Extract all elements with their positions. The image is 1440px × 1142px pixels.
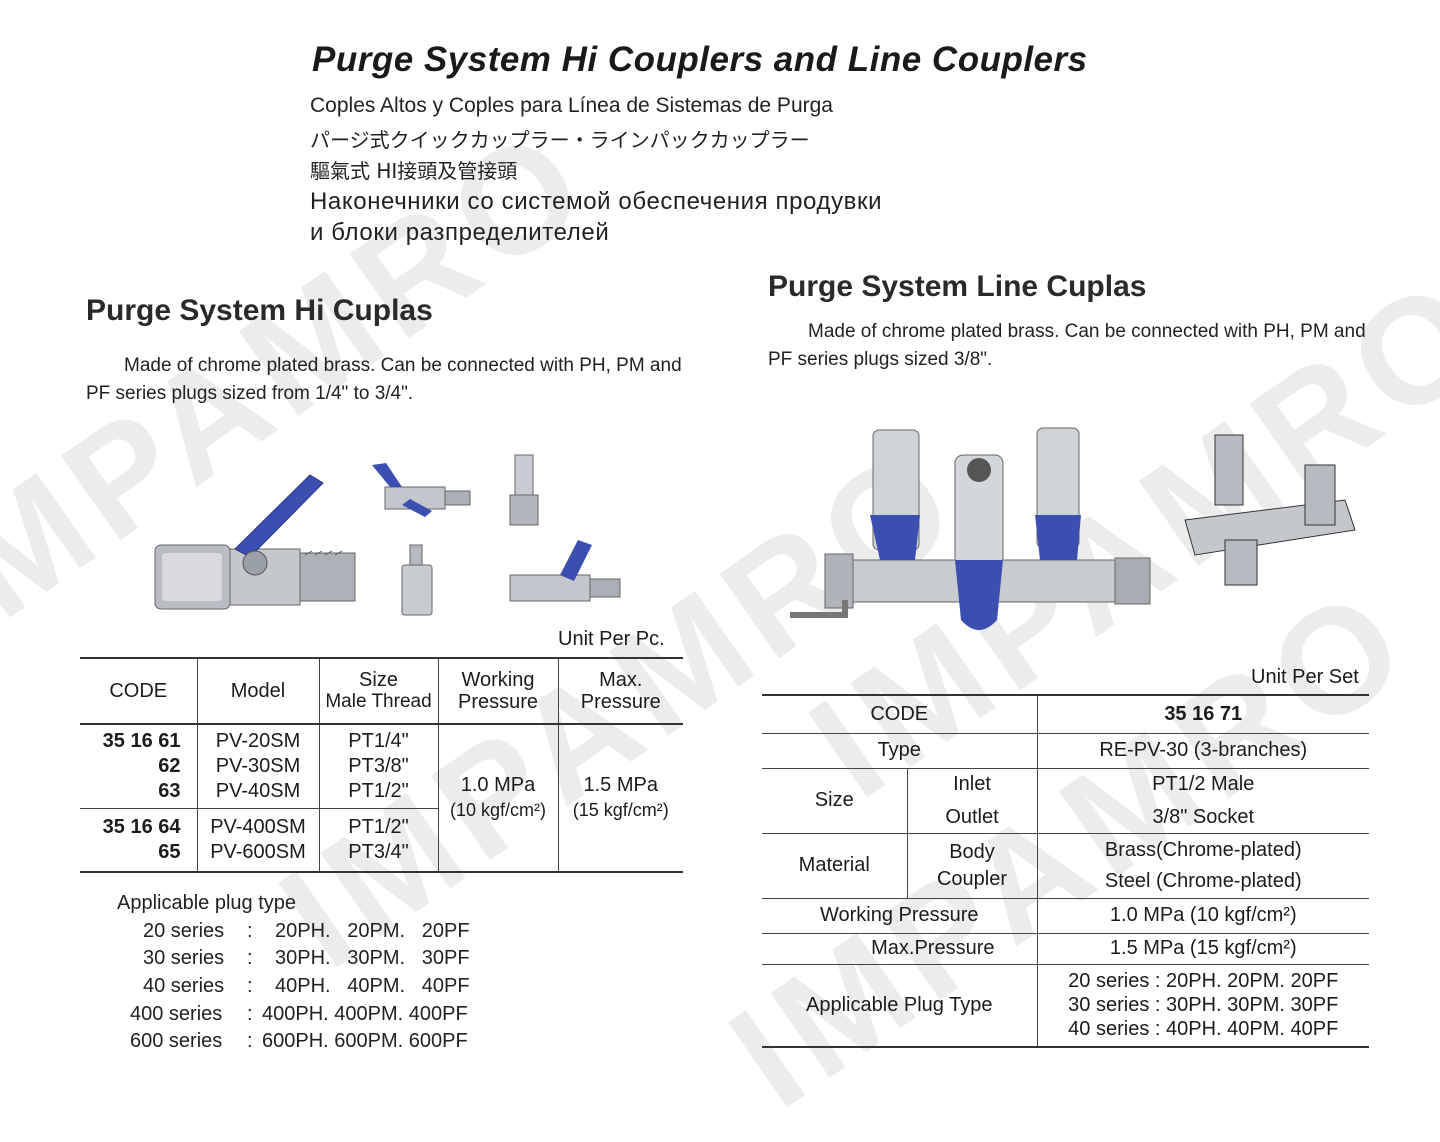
plug-series: 30 series [143,947,225,969]
subtitle-japanese: パージ式クイックカップラー・ラインパックカップラー [310,128,810,152]
line-cuplas-description: Made of chrome plated brass. Can be conn… [768,321,1366,370]
table-row: 35 16 61 62 63 PV-20SM PV-30SM PV-40SM P… [80,724,683,872]
plug-type-values: 20 series : 20PH. 20PM. 20PF 30 series :… [1036,964,1369,1048]
working-pressure-value: 1.0 MPa (10 kgf/cm²) [1036,898,1369,934]
max-pressure-label: Max.Pressure [762,933,1037,965]
plug-sep: : [247,975,253,997]
code-cell: 35 16 61 62 63 [102,730,181,802]
plug-series: 20 series [143,920,225,942]
page-title: Purge System Hi Couplers and Line Couple… [312,40,1088,79]
subtitle-spanish: Coples Altos y Coples para Línea de Sist… [310,94,833,117]
plug-values: 20PH. 20PM. 20PF [275,920,470,942]
header-max-pressure: Max.Pressure [557,658,683,725]
material-label: Material [762,833,907,899]
size-cell: PT1/2" PT3/4" [318,808,438,872]
subtitle-russian-line1: Наконечники со системой обеспечения прод… [310,188,883,215]
header-model: Model [196,658,319,725]
table-row: CODE 35 16 71 [762,695,1369,734]
table-row: Type RE-PV-30 (3-branches) [762,733,1369,769]
line-cuplas-title: Purge System Line Cuplas [768,270,1147,303]
plug-sep: : [247,1030,253,1052]
hose-barb-image [509,454,539,526]
manifold-line-drawing-image [1184,434,1356,586]
plug-series: 400 series [130,1003,223,1025]
plug-series: 40 series [143,975,225,997]
type-value: RE-PV-30 (3-branches) [1036,733,1369,769]
coupler-large-image [154,474,356,610]
code-cell: 35 16 64 65 [80,808,197,872]
hi-cuplas-description: Made of chrome plated brass. Can be conn… [86,355,682,404]
code-label: CODE [762,695,1037,734]
hi-cuplas-title: Purge System Hi Cuplas [86,294,433,327]
line-cuplas-product-photos [790,427,1356,630]
size-cell: PT1/4" PT3/8" PT1/2" [318,724,438,809]
working-pressure-cell: 1.0 MPa (10 kgf/cm²) [437,724,558,872]
plug-socket-image [401,544,433,616]
max-pressure-cell: 1.5 MPa (15 kgf/cm²) [557,724,683,872]
plug-values: 400PH. 400PM. 400PF [262,1003,468,1025]
hi-cuplas-unit: Unit Per Pc. [558,628,665,650]
coupler-small-blue-lever-image [372,463,471,517]
plug-sep: : [247,1003,253,1025]
manifold-coupler-image [790,427,1151,630]
plug-sep: : [247,947,253,969]
line-cuplas-unit: Unit Per Set [1251,666,1359,688]
model-cell: PV-400SM PV-600SM [196,808,319,872]
max-pressure-value: 1.5 MPa (15 kgf/cm²) [1036,933,1369,965]
plug-values: 40PH. 40PM. 40PF [275,975,470,997]
plug-values: 30PH. 30PM. 30PF [275,947,470,969]
code-value: 35 16 71 [1036,695,1369,734]
type-label: Type [762,733,1037,769]
material-values: Brass(Chrome-plated)Steel (Chrome-plated… [1036,833,1369,899]
table-row: Applicable Plug Type 20 series : 20PH. 2… [762,964,1369,1048]
plug-series: 600 series [130,1030,223,1052]
table-row: Working Pressure 1.0 MPa (10 kgf/cm²) [762,898,1369,934]
table-row: 35 16 64 65 PV-400SM PV-600SM PT1/2" PT3… [80,808,683,872]
plug-sep: : [247,920,253,942]
size-label: Size [762,768,907,834]
hi-cuplas-product-photos [154,454,621,616]
coupler-angled-blue-lever-image [509,540,621,602]
subtitle-russian-line2: и блоки разпределителей [310,219,610,246]
model-cell: PV-20SM PV-30SM PV-40SM [196,724,319,809]
plug-values: 600PH. 600PM. 600PF [262,1030,468,1052]
subtitle-chinese: 驅氣式 HI接頭及管接頭 [310,159,518,183]
table-row: Max.Pressure 1.5 MPa (15 kgf/cm²) [762,933,1369,965]
header-code: CODE [80,658,197,725]
plug-type-label: Applicable plug type [117,892,297,914]
line-cuplas-table: CODE 35 16 71 Type RE-PV-30 (3-branches)… [762,694,1369,1048]
working-pressure-label: Working Pressure [762,898,1037,934]
plug-type-label: Applicable Plug Type [762,964,1037,1048]
